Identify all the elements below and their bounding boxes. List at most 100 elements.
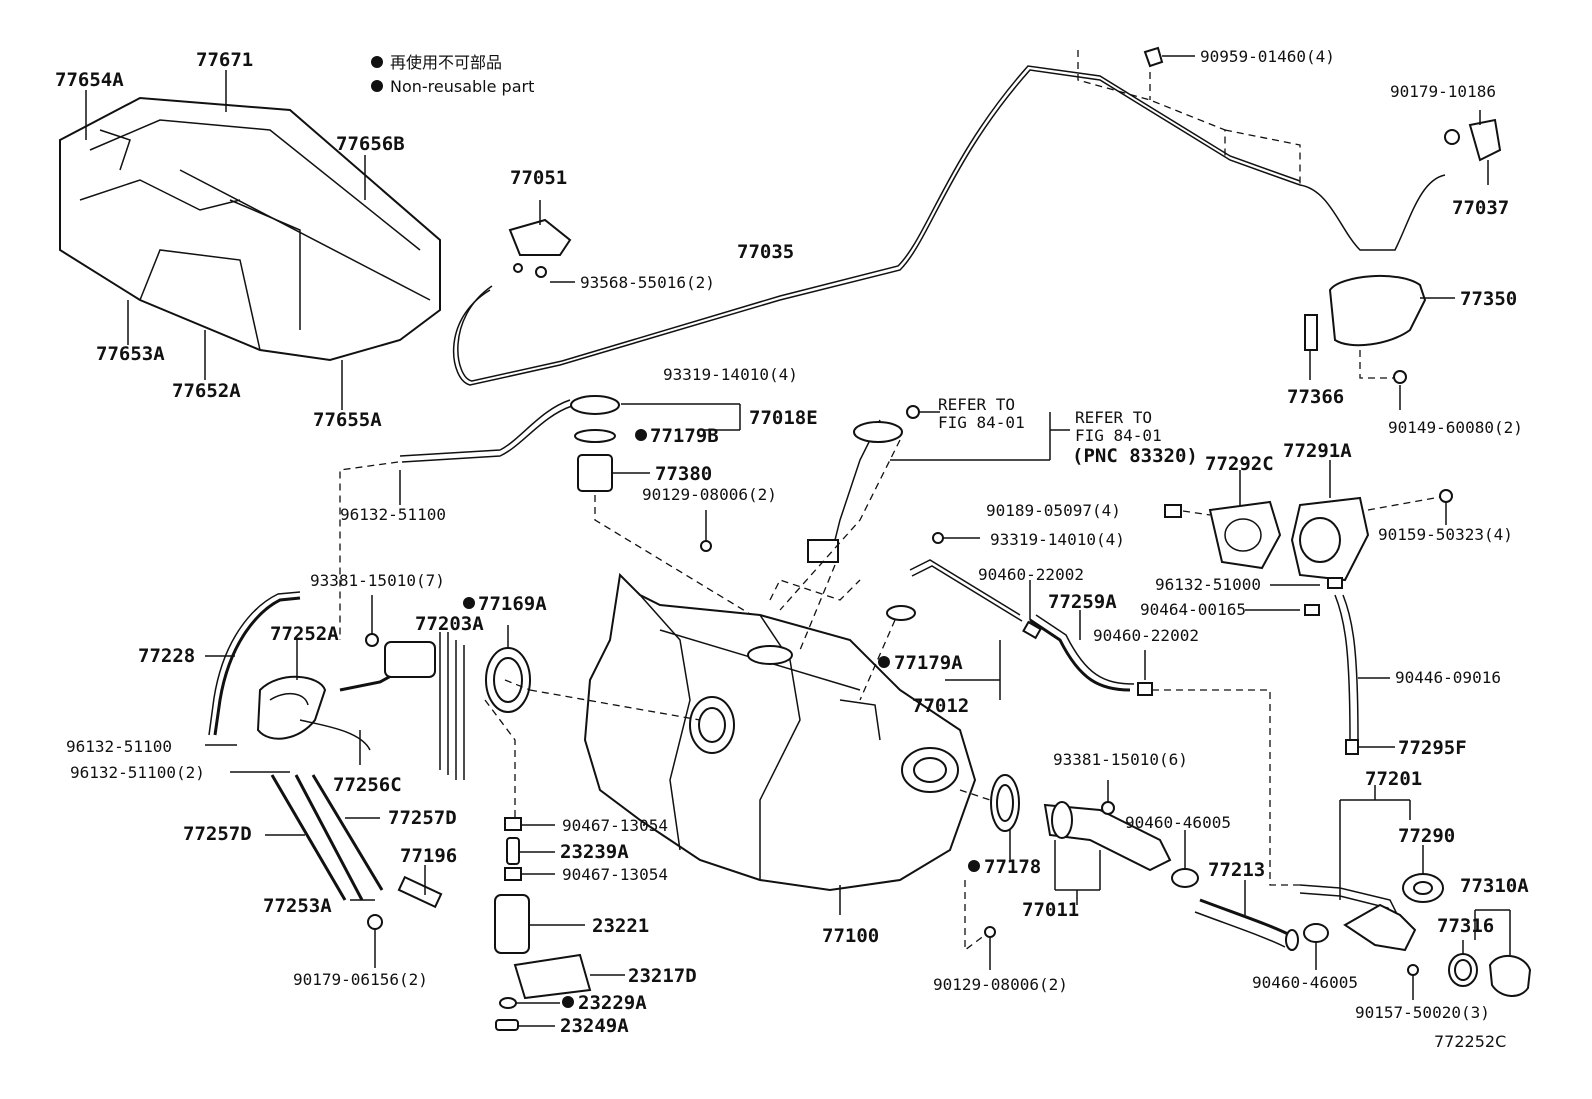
non-reusable-dot-icon (371, 80, 383, 92)
part-label-77228: 77228 (138, 645, 195, 667)
part-label-77011: 77011 (1022, 899, 1079, 921)
part-label-23221: 23221 (592, 915, 649, 937)
legend-english: Non-reusable part (390, 77, 534, 96)
part-label-90179-10186: 90179-10186 (1390, 82, 1496, 101)
part-label-77291A: 77291A (1283, 440, 1352, 462)
part-label-77366: 77366 (1287, 386, 1344, 408)
part-label-77310A: 77310A (1460, 875, 1529, 897)
part-label-93381-b: 93381-15010(6) (1053, 750, 1188, 769)
refer-a-line2: FIG 84-01 (938, 413, 1025, 432)
part-label-90159: 90159-50323(4) (1378, 525, 1513, 544)
part-label-90157: 90157-50020(3) (1355, 1003, 1490, 1022)
part-label-77253A: 77253A (263, 895, 332, 917)
refer-a-line1: REFER TO (938, 395, 1015, 414)
part-label-77035: 77035 (737, 241, 794, 263)
lever-77037-drawing (1444, 110, 1502, 185)
part-label-93381-a: 93381-15010(7) (310, 571, 445, 590)
part-label-90446: 90446-09016 (1395, 668, 1501, 687)
non-reusable-dot-icon (562, 996, 574, 1008)
part-label-93568: 93568-55016(2) (580, 273, 715, 292)
part-label-77656B: 77656B (336, 133, 405, 155)
suction-assembly-drawing (208, 591, 516, 820)
non-reusable-dot-icon (463, 597, 475, 609)
part-label-96132-c: 96132-51100(2) (70, 763, 205, 782)
tank-dashed-guides (504, 579, 991, 801)
part-label-77256C: 77256C (333, 774, 402, 796)
part-label-77257D-left: 77257D (183, 823, 252, 845)
part-label-77179A: 77179A (894, 652, 963, 674)
part-label-77350: 77350 (1460, 288, 1517, 310)
part-label-77671: 77671 (196, 49, 253, 71)
cable-77035-drawing (453, 65, 1446, 386)
legend: 再使用不可部品 Non-reusable part (371, 53, 534, 96)
fuel-pump-stack-drawing (485, 625, 625, 1031)
part-label-77051: 77051 (510, 167, 567, 189)
part-label-77201: 77201 (1365, 768, 1422, 790)
fuel-tank-77100-drawing (583, 572, 977, 915)
part-label-77653A: 77653A (96, 343, 165, 365)
refer-b-line3: (PNC 83320) (1072, 445, 1198, 467)
part-label-77213: 77213 (1208, 859, 1265, 881)
part-label-93319-a: 93319-14010(4) (663, 365, 798, 384)
part-label-90467-b: 90467-13054 (562, 865, 668, 884)
part-label-23249A: 23249A (560, 1015, 629, 1037)
part-label-77037: 77037 (1452, 197, 1509, 219)
part-label-77169A: 77169A (478, 593, 547, 615)
filler-pipe-drawing (964, 774, 1299, 970)
part-label-77012: 77012 (912, 695, 969, 717)
part-label-77654A: 77654A (55, 69, 124, 91)
part-label-77316: 77316 (1437, 915, 1494, 937)
part-label-77100: 77100 (822, 925, 879, 947)
part-label-23229A: 23229A (578, 992, 647, 1014)
fuel-sender-drawing (779, 405, 1070, 651)
fuel-inlet-box-drawing (1164, 460, 1453, 755)
figure-code: 772252C (1434, 1032, 1506, 1051)
part-label-93319-b: 93319-14010(4) (990, 530, 1125, 549)
part-label-90129-a: 90129-08006(2) (642, 485, 777, 504)
legend-japanese: 再使用不可部品 (390, 53, 502, 72)
part-label-96132-a: 96132-51100 (340, 505, 446, 524)
part-label-77652A: 77652A (172, 380, 241, 402)
part-label-77018E: 77018E (749, 407, 818, 429)
part-label-77257D-right: 77257D (388, 807, 457, 829)
non-reusable-dot-icon (371, 56, 383, 68)
fuel-line-hose-drawing (339, 399, 573, 640)
part-label-77196: 77196 (400, 845, 457, 867)
fuel-lid-77350-drawing (1304, 275, 1455, 410)
part-label-90464: 90464-00165 (1140, 600, 1246, 619)
refer-b-line1: REFER TO (1075, 408, 1152, 427)
part-label-77292C: 77292C (1205, 453, 1274, 475)
part-label-90460-22002-b: 90460-22002 (1093, 626, 1199, 645)
sender-gauge-drawing (570, 395, 761, 621)
part-label-90467-a: 90467-13054 (562, 816, 668, 835)
filler-neck-drawing (1299, 785, 1532, 1000)
part-label-96132-51000: 96132-51000 (1155, 575, 1261, 594)
part-label-77252A: 77252A (270, 623, 339, 645)
heat-insulator-leaders (85, 70, 366, 410)
part-label-77203A: 77203A (415, 613, 484, 635)
vent-tube-drawing (859, 532, 1300, 886)
part-label-77380: 77380 (655, 463, 712, 485)
part-label-90460-22002-a: 90460-22002 (978, 565, 1084, 584)
part-number-labels: 77654A 77671 77656B 77653A 77652A 77655A… (55, 47, 1529, 1051)
refer-b-line2: FIG 84-01 (1075, 426, 1162, 445)
non-reusable-dot-icon (968, 860, 980, 872)
tank-heat-insulator-drawing (59, 96, 441, 362)
bracket-77051-drawing (508, 200, 575, 283)
part-label-23239A: 23239A (560, 841, 629, 863)
non-reusable-dot-icon (635, 429, 647, 441)
dashed-clamps-top (1077, 46, 1301, 185)
part-label-90189: 90189-05097(4) (986, 501, 1121, 520)
part-label-77259A: 77259A (1048, 591, 1117, 613)
part-label-77295F: 77295F (1398, 737, 1467, 759)
non-reusable-dot-icon (878, 656, 890, 668)
part-label-90460-46005-a: 90460-46005 (1125, 813, 1231, 832)
part-label-90179-06156: 90179-06156(2) (293, 970, 428, 989)
part-label-90129-b: 90129-08006(2) (933, 975, 1068, 994)
part-label-90149: 90149-60080(2) (1388, 418, 1523, 437)
part-label-90460-46005-b: 90460-46005 (1252, 973, 1358, 992)
part-label-77179B: 77179B (650, 425, 719, 447)
part-label-23217D: 23217D (628, 965, 697, 987)
part-label-90959: 90959-01460(4) (1200, 47, 1335, 66)
